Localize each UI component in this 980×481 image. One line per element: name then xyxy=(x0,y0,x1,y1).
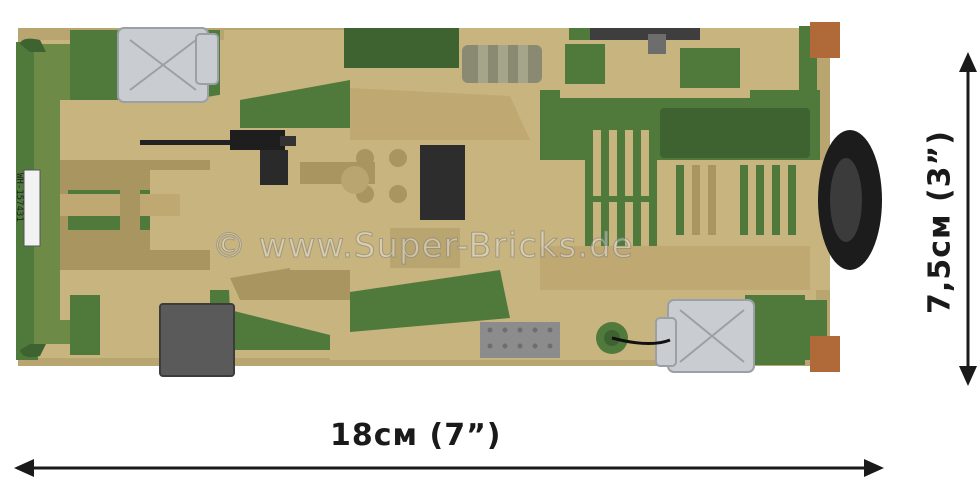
spare-wheel xyxy=(818,130,882,270)
height-arrow xyxy=(959,52,977,386)
rear-toolbox xyxy=(560,28,750,98)
watermark-text: © www.Super-Bricks.de xyxy=(212,226,634,267)
rear-light-bottom xyxy=(810,336,840,372)
height-dimension-label: 7,5см (3”) xyxy=(922,130,958,314)
jerry-can-front xyxy=(117,27,219,103)
grey-plate xyxy=(480,322,560,358)
machine-gun xyxy=(140,130,296,185)
jerry-can-rear xyxy=(655,299,755,373)
width-arrow xyxy=(14,459,884,477)
license-plate-text: WH-157431 xyxy=(14,173,24,222)
license-plate xyxy=(23,169,41,247)
engine-grille xyxy=(540,90,830,290)
roof-panels xyxy=(190,72,540,340)
drum-barrel xyxy=(462,45,542,83)
front-fender-top xyxy=(20,38,46,52)
rear-light-top xyxy=(810,22,840,58)
ammo-box xyxy=(159,303,235,377)
width-dimension-label: 18см (7”) xyxy=(330,418,502,453)
round-hatch xyxy=(596,322,671,354)
front-fender-bottom xyxy=(20,344,46,358)
gun-mount xyxy=(60,162,375,250)
